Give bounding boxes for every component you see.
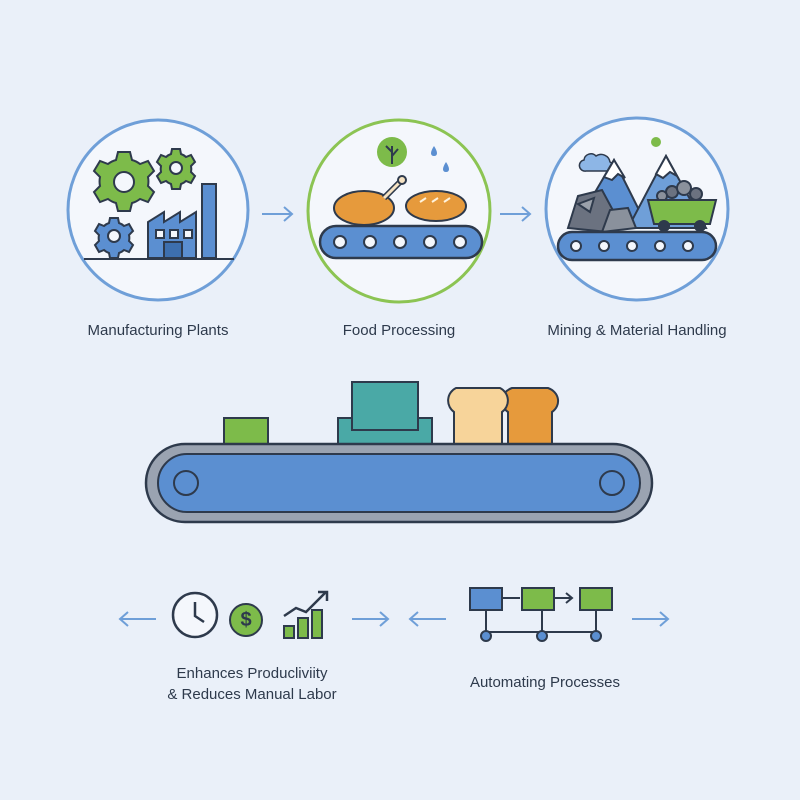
dollar-symbol: $	[240, 608, 252, 631]
cloud-icon	[578, 153, 614, 172]
arrow-left-icon	[408, 611, 446, 627]
benefit-label-productivity: Enhances Producliviity & Reduces Manual …	[140, 663, 364, 705]
clock-icon	[171, 591, 219, 639]
leaf-icon	[377, 137, 407, 167]
industry-label-manufacturing: Manufacturing Plants	[87, 322, 229, 339]
rock-pile-icon	[566, 188, 638, 234]
gear-small-icon	[155, 148, 197, 190]
arrow-right-icon	[632, 611, 670, 627]
manufacturing-icon	[66, 118, 250, 302]
teal-box-icon	[337, 381, 433, 445]
arrow-right-icon	[500, 206, 532, 222]
food-processing-circle	[306, 118, 492, 304]
gear-blue-icon	[93, 217, 135, 259]
growth-chart-icon	[283, 590, 329, 639]
arrow-right-icon	[262, 206, 294, 222]
arrow-left-icon	[118, 611, 156, 627]
food-processing-icon	[306, 118, 492, 304]
benefit-label-line1: Enhances Producliviity	[176, 665, 328, 682]
water-drop-icon	[431, 146, 449, 172]
benefit-label-line2: & Reduces Manual Labor	[167, 686, 337, 703]
roast-chicken-icon	[333, 175, 407, 226]
manufacturing-circle	[66, 118, 250, 302]
main-conveyor	[144, 381, 654, 524]
mining-icon	[544, 116, 730, 302]
conveyor-roller-left	[173, 470, 199, 496]
industry-label-food: Food Processing	[342, 322, 456, 339]
gear-large-icon	[92, 151, 156, 212]
conveyor-belt-icon	[556, 230, 718, 262]
bread-slices-icon	[447, 387, 560, 445]
mining-circle	[544, 116, 730, 302]
dollar-coin-icon: $	[229, 603, 263, 637]
conveyor-belt-icon	[318, 224, 484, 260]
green-box-icon	[223, 417, 269, 445]
arrow-right-icon	[352, 611, 390, 627]
mine-cart-icon	[646, 180, 718, 232]
factory-icon	[147, 183, 217, 259]
conveyor-roller-right	[599, 470, 625, 496]
benefit-label-automation: Automating Processes	[469, 674, 621, 691]
bread-loaf-icon	[405, 190, 467, 222]
industry-label-mining: Mining & Material Handling	[547, 322, 727, 339]
process-flow-icon	[469, 587, 613, 642]
